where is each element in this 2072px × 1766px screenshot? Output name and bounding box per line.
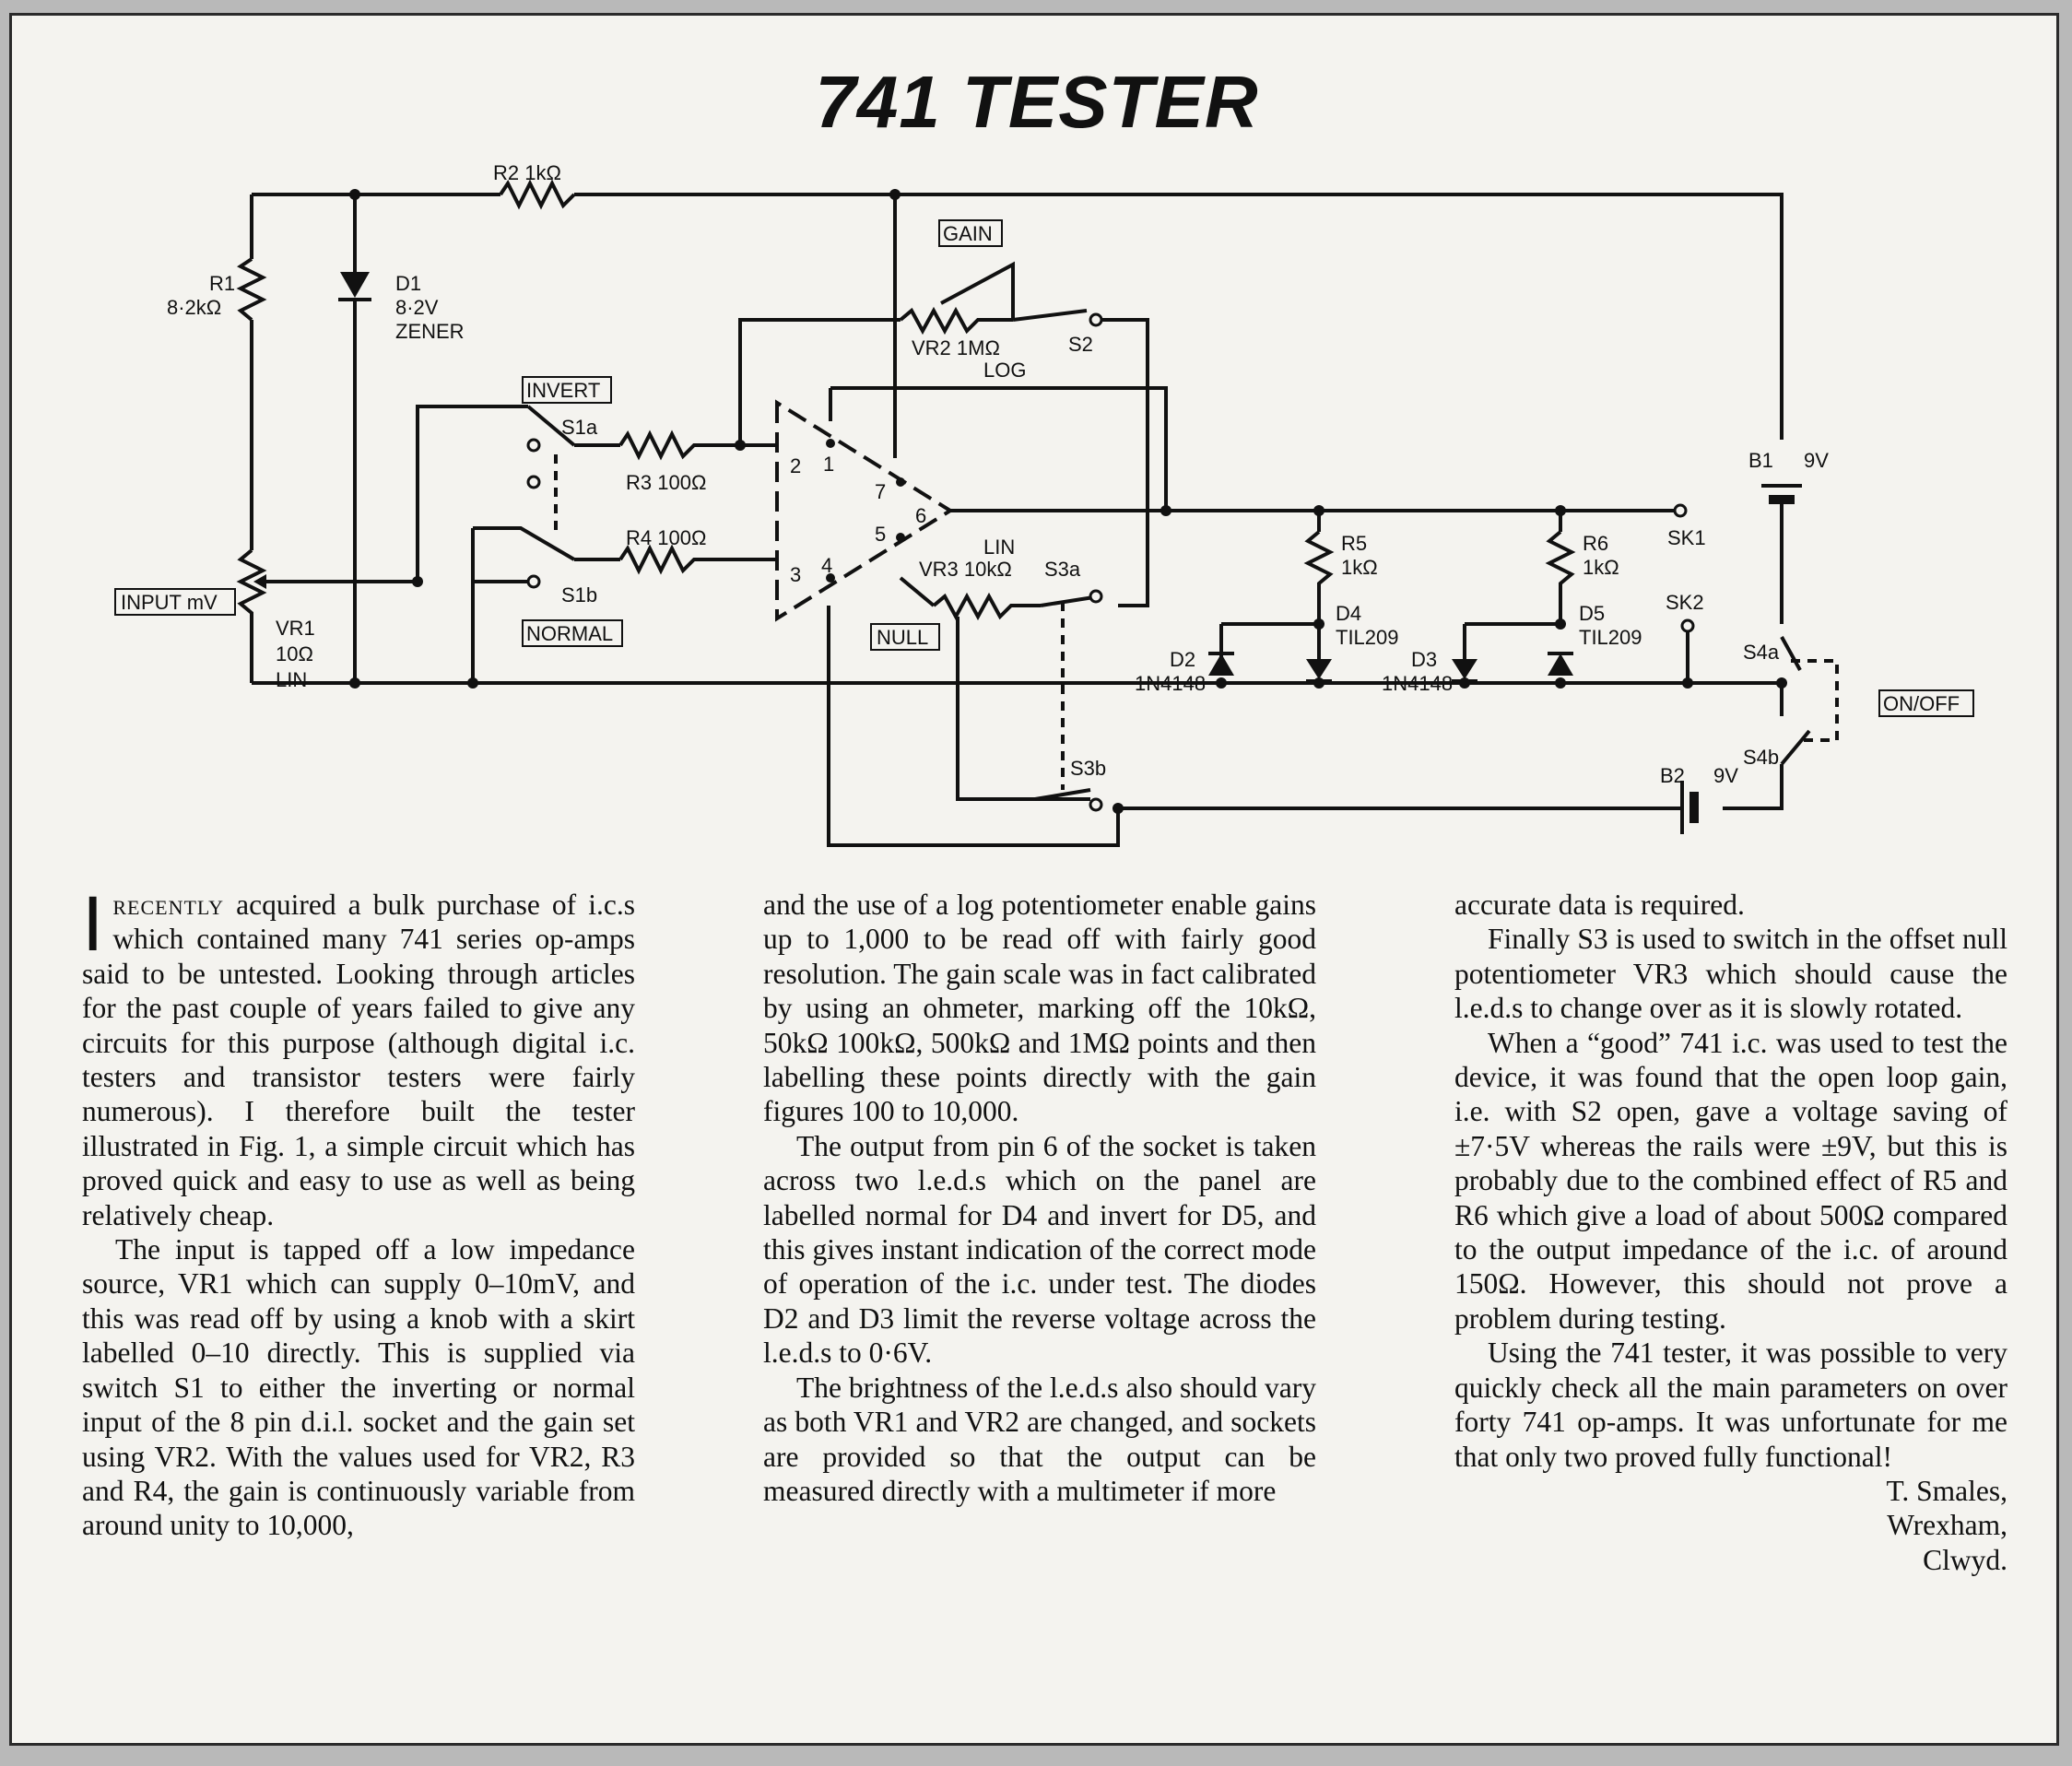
article-title: 741 TESTER (815, 61, 1259, 143)
label-s3b: S3b (1070, 757, 1106, 780)
label-sk1: SK1 (1667, 526, 1706, 549)
paragraph: and the use of a log potentiometer enabl… (763, 889, 1316, 1128)
resistor-r1 (236, 257, 267, 322)
paragraph: When a “good” 741 i.c. was used to test … (1454, 1026, 2007, 1335)
article-column-2: and the use of a log potentiometer enabl… (763, 888, 1316, 1508)
label-vr1-name: VR1 (276, 617, 315, 640)
zener-d1 (340, 272, 370, 298)
opening-smallcaps: recently (112, 889, 225, 921)
diode-d2 (1208, 653, 1234, 676)
label-s1b: S1b (561, 583, 597, 606)
label-pin3: 3 (790, 563, 801, 586)
label-vr1-value: 10Ω (276, 642, 313, 665)
label-r1-name: R1 (209, 272, 235, 295)
label-r2: R2 1kΩ (493, 161, 561, 184)
label-null: NULL (877, 626, 928, 649)
label-b2: B2 (1660, 764, 1685, 787)
label-b1: B1 (1748, 449, 1773, 472)
label-vr1-taper: LIN (276, 668, 307, 691)
label-invert: INVERT (526, 379, 600, 402)
label-r5-name: R5 (1341, 532, 1367, 555)
paragraph: The input is tapped off a low impedance … (82, 1233, 635, 1542)
label-pin2: 2 (790, 454, 801, 477)
circuit-diagram: R2 1kΩ R1 8·2kΩ D1 8·2V ZENER GAIN VR2 1… (114, 161, 1974, 847)
label-s1a: S1a (561, 416, 598, 439)
label-d4-type: TIL209 (1336, 626, 1399, 649)
opamp-741-socket (775, 399, 954, 622)
resistor-r5 (1303, 530, 1335, 624)
label-s4a: S4a (1743, 641, 1780, 664)
label-d5-type: TIL209 (1579, 626, 1642, 649)
label-pin4: 4 (821, 554, 832, 577)
label-r5-value: 1kΩ (1341, 556, 1378, 579)
label-pin7: 7 (875, 480, 886, 503)
label-pin5: 5 (875, 523, 886, 546)
label-pin1: 1 (823, 453, 834, 476)
label-onoff: ON/OFF (1883, 692, 1960, 715)
label-r1-value: 8·2kΩ (167, 296, 221, 319)
article-page: 741 TESTER (9, 13, 2059, 1746)
label-s3a: S3a (1044, 558, 1081, 581)
label-sk2: SK2 (1666, 591, 1704, 614)
resistor-r4 (618, 544, 777, 575)
paragraph: The output from pin 6 of the socket is t… (763, 1129, 1316, 1370)
resistor-r2 (499, 179, 576, 210)
label-vr3: VR3 10kΩ (919, 558, 1012, 581)
resistor-r6 (1545, 530, 1576, 624)
author-county: Clwyd. (1923, 1543, 2007, 1576)
label-gain: GAIN (943, 222, 993, 245)
potentiometer-vr3 (932, 592, 1041, 621)
label-input: INPUT mV (121, 591, 218, 614)
label-vr2-taper: LOG (983, 359, 1026, 382)
author-town: Wrexham, (1887, 1509, 2007, 1542)
drop-cap: I (82, 880, 104, 967)
led-d4 (1306, 659, 1332, 679)
label-normal: NORMAL (526, 622, 613, 645)
label-d3-name: D3 (1411, 648, 1437, 671)
label-vr3-taper: LIN (983, 536, 1015, 559)
label-d5-name: D5 (1579, 602, 1605, 625)
label-d1-type: ZENER (395, 320, 465, 343)
label-d2-type: 1N4148 (1135, 672, 1206, 695)
circuit-wiring (114, 179, 1974, 847)
paragraph: Finally S3 is used to switch in the offs… (1454, 923, 2007, 1025)
article-column-3: accurate data is required. Finally S3 is… (1454, 888, 2007, 1577)
label-r4: R4 100Ω (626, 526, 706, 549)
label-s4b: S4b (1743, 746, 1779, 769)
label-r6-value: 1kΩ (1583, 556, 1619, 579)
vr1-wiper-arrow (253, 574, 266, 589)
label-d1-value: 8·2V (395, 296, 439, 319)
label-pin6: 6 (915, 504, 926, 527)
label-d4-name: D4 (1336, 602, 1361, 625)
label-r3: R3 100Ω (626, 471, 706, 494)
label-d3-type: 1N4148 (1382, 672, 1453, 695)
label-b1-value: 9V (1804, 449, 1829, 472)
potentiometer-vr1 (236, 548, 267, 683)
label-d1-name: D1 (395, 272, 421, 295)
paragraph: The brightness of the l.e.d.s also shoul… (763, 1371, 1316, 1507)
author-name: T. Smales, (1886, 1474, 2007, 1507)
label-r6-name: R6 (1583, 532, 1608, 555)
paragraph: accurate data is required. (1454, 889, 1745, 921)
label-d2-name: D2 (1170, 648, 1195, 671)
potentiometer-vr2 (899, 306, 1013, 336)
label-b2-value: 9V (1713, 764, 1738, 787)
resistor-r3 (618, 430, 740, 461)
label-s2: S2 (1068, 333, 1093, 356)
paragraph-text: acquired a bulk purchase of i.c.s which … (82, 889, 635, 1231)
paragraph: Using the 741 tester, it was possible to… (1454, 1336, 2007, 1473)
led-d5 (1548, 653, 1573, 676)
diode-d3 (1452, 659, 1477, 679)
label-vr2: VR2 1MΩ (912, 336, 1000, 359)
